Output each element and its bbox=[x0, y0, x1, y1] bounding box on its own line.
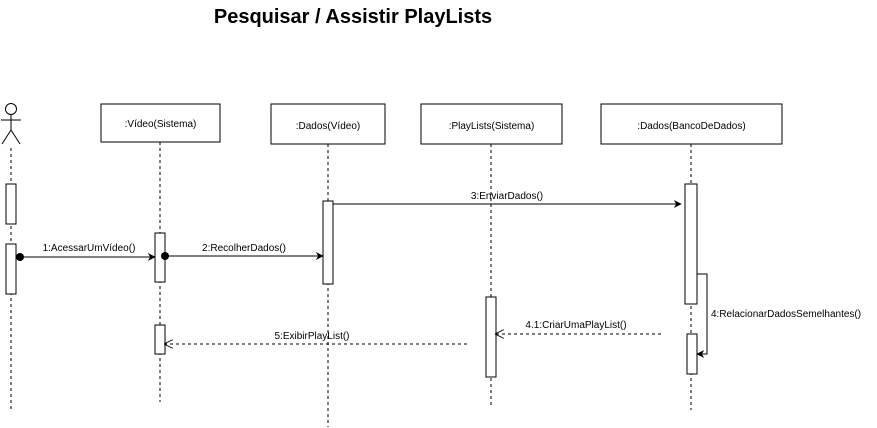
message-5-label: 5:ExibirPlayList() bbox=[274, 331, 349, 342]
participant-dados-video: :Dados(Vídeo) bbox=[270, 103, 386, 145]
message-4: 4:RelacionarDadosSemelhantes() bbox=[696, 273, 861, 358]
diagram-title: Pesquisar / Assistir PlayLists bbox=[214, 6, 492, 28]
participant-playlists: :PlayLists(Sistema) bbox=[420, 103, 563, 145]
activation-actor-2 bbox=[5, 243, 17, 295]
message-1: 1:AcessarUmVídeo() bbox=[16, 243, 156, 261]
message-2-label: 2:RecolherDados() bbox=[202, 243, 286, 254]
activation-video-2 bbox=[154, 324, 166, 355]
activation-dados-video bbox=[322, 200, 334, 285]
activation-banco-1 bbox=[684, 183, 698, 305]
message-3-label: 3:EnviarDados() bbox=[471, 191, 543, 202]
participant-playlists-label: :PlayLists(Sistema) bbox=[449, 121, 535, 132]
participant-banco: :Dados(BancoDeDados) bbox=[600, 103, 783, 145]
activation-actor-1 bbox=[5, 183, 17, 225]
message-4-1-label: 4.1:CriarUmaPlayList() bbox=[525, 320, 626, 331]
message-1-label: 1:AcessarUmVídeo() bbox=[43, 243, 136, 254]
message-2: 2:RecolherDados() bbox=[161, 243, 324, 260]
message-4-label: 4:RelacionarDadosSemelhantes() bbox=[711, 309, 861, 320]
message-4-1: 4.1:CriarUmaPlayList() bbox=[496, 320, 661, 334]
participant-video-label: :Vídeo(Sistema) bbox=[125, 119, 197, 130]
activation-playlists bbox=[485, 296, 497, 378]
activation-banco-2 bbox=[686, 333, 698, 375]
message-3: 3:EnviarDados() bbox=[333, 191, 682, 208]
message-5: 5:ExibirPlayList() bbox=[165, 331, 467, 344]
participant-banco-label: :Dados(BancoDeDados) bbox=[637, 121, 745, 132]
participant-video: :Vídeo(Sistema) bbox=[100, 103, 221, 143]
actor-stick-figure bbox=[1, 103, 21, 145]
participant-dados-video-label: :Dados(Vídeo) bbox=[296, 121, 360, 132]
